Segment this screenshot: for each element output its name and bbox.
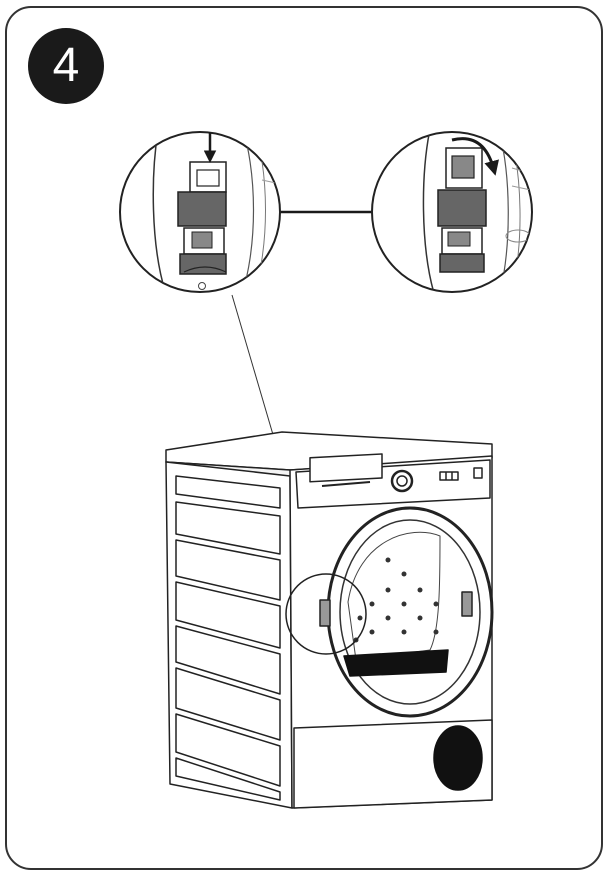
hinge-rotate-lock-icon [437,137,499,273]
instruction-panel-frame [5,6,603,870]
lint-filter [343,649,449,677]
tumble-dryer-icon [165,431,494,809]
hinge-insert-down-icon [177,132,227,290]
step-number: 4 [52,39,80,92]
vent-grille [433,725,483,791]
zoom-right [371,131,533,293]
zoom-left [119,131,281,293]
water-tank-drawer [309,453,383,483]
door-hinge-right [461,591,473,617]
hinge-highlight-circle [285,573,367,655]
control-buttons [439,471,459,481]
step-number-badge: 4 [28,28,104,104]
door-hinge-left [319,599,331,627]
